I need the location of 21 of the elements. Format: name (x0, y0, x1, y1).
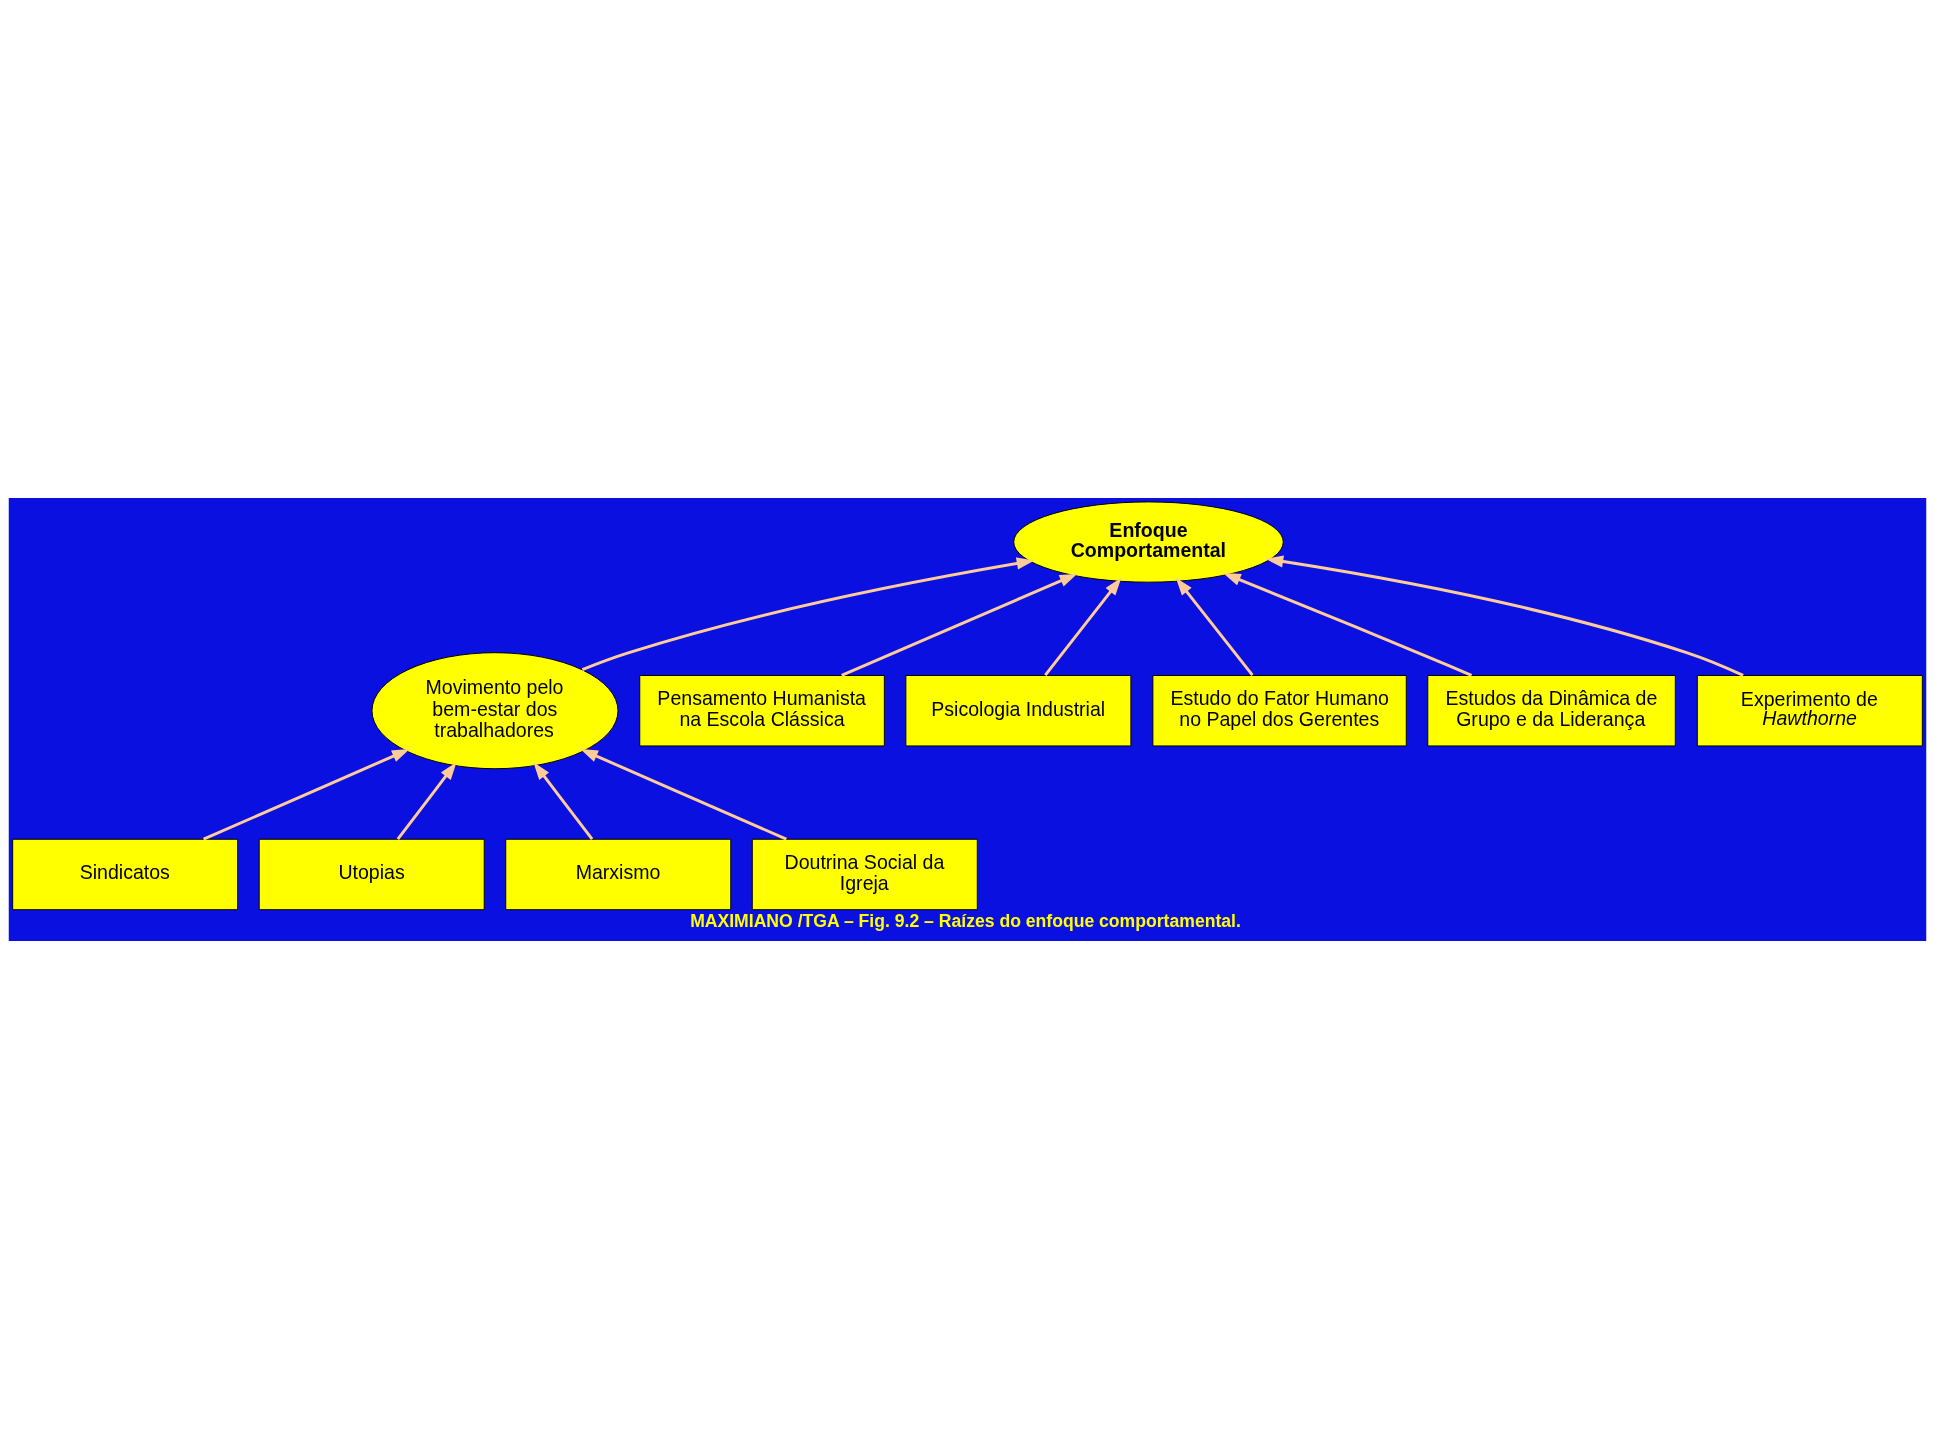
arrow (533, 762, 594, 841)
node-box: Utopias (258, 838, 485, 911)
arrow (1175, 577, 1254, 677)
node-box: Experimento de Hawthorne (1696, 675, 1923, 747)
arrow (396, 762, 457, 841)
arrow (580, 749, 787, 841)
node-box: Estudo do Fator Humano no Papel dos Gerentes (1152, 675, 1407, 747)
arrow (1044, 577, 1122, 677)
node-box: Pensamento Humanista na Escola Clássica (639, 675, 885, 747)
arrow (581, 557, 1035, 671)
node-box: Marxismo (505, 838, 732, 911)
arrow (841, 573, 1078, 677)
arrow (1265, 555, 1744, 677)
node-box: Doutrina Social da Igreja (751, 838, 978, 911)
arrow (203, 749, 410, 841)
node-box: Estudos da Dinâmica de Grupo e da Liderança (1427, 675, 1676, 747)
arrow (1223, 573, 1473, 677)
node-box: Psicologia Industrial (905, 675, 1132, 747)
node-box: Sindicatos (12, 838, 239, 911)
caption: MAXIMIANO /TGA – Fig. 9.2 – Raízes do enfoque comportamental. (690, 910, 1241, 931)
node-ellipse: Movimento pelo bem-estar dos trabalhadores (371, 652, 619, 770)
